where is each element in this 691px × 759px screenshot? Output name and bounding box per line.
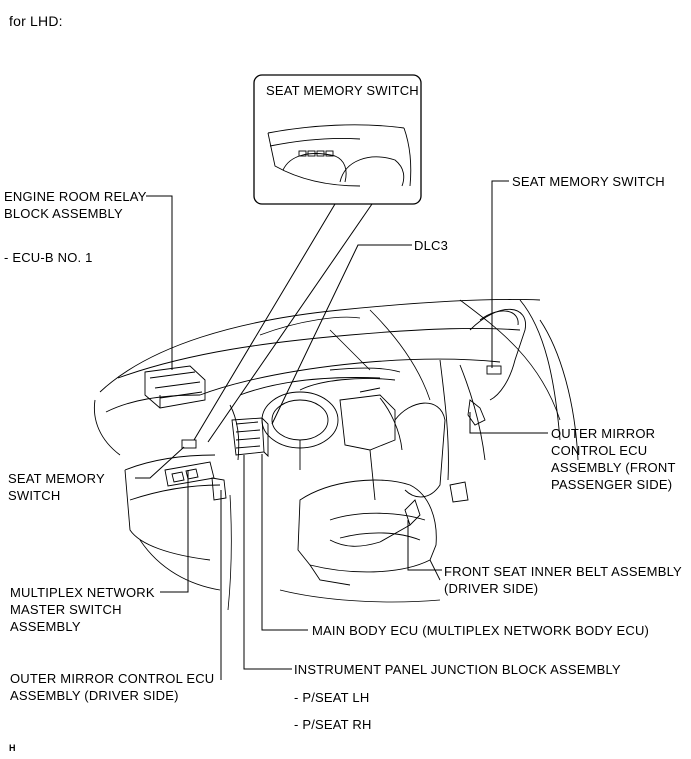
- dashboard-outline: [93, 299, 541, 561]
- label-seat-memory-switch-right: SEAT MEMORY SWITCH: [512, 174, 665, 189]
- label-dlc3: DLC3: [414, 238, 449, 253]
- inset-door-detail: [267, 124, 412, 187]
- steering-and-console: [261, 387, 396, 501]
- right-door: [467, 299, 579, 461]
- leader-lines: [135, 180, 548, 680]
- figure-code: H: [9, 743, 16, 753]
- label-p-seat-rh: - P/SEAT RH: [294, 717, 372, 732]
- inset-memory-buttons: [298, 150, 334, 157]
- seat-belt-buckle: [329, 499, 421, 547]
- floor-lines: [139, 494, 441, 611]
- label-instrument-panel-jb: INSTRUMENT PANEL JUNCTION BLOCK ASSEMBLY: [294, 662, 621, 677]
- engine-room-relay-block: [144, 365, 206, 409]
- driver-door-switch: [164, 439, 227, 501]
- page-title: for LHD:: [9, 13, 63, 29]
- label-outer-mirror-driver: OUTER MIRROR CONTROL ECU ASSEMBLY (DRIVE…: [10, 671, 215, 703]
- label-engine-room-relay: ENGINE ROOM RELAY BLOCK ASSEMBLY: [4, 189, 147, 221]
- label-ecu-b: - ECU-B NO. 1: [4, 250, 93, 265]
- label-outer-mirror-passenger: OUTER MIRROR CONTROL ECU ASSEMBLY (FRONT…: [551, 426, 676, 492]
- label-seat-memory-switch-inset: SEAT MEMORY SWITCH: [266, 83, 419, 98]
- inset-leader-left: [193, 203, 336, 441]
- inset-frame: [253, 74, 422, 205]
- label-main-body-ecu: MAIN BODY ECU (MULTIPLEX NETWORK BODY EC…: [312, 623, 650, 638]
- label-multiplex-master: MULTIPLEX NETWORK MASTER SWITCH ASSEMBLY: [10, 585, 155, 634]
- label-front-seat-belt: FRONT SEAT INNER BELT ASSEMBLY (DRIVER S…: [444, 564, 682, 596]
- windshield-lines: [259, 299, 561, 421]
- junction-block: [231, 417, 269, 458]
- label-p-seat-lh: - P/SEAT LH: [294, 690, 370, 705]
- label-seat-memory-switch-left: SEAT MEMORY SWITCH: [8, 471, 105, 503]
- inset-leader-right: [207, 203, 373, 443]
